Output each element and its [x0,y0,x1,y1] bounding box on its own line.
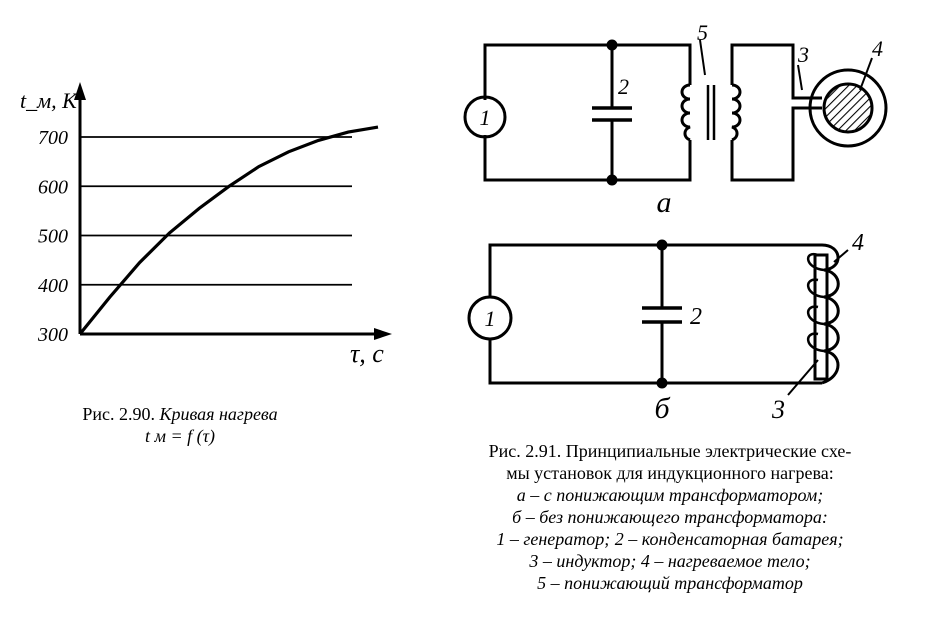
junction-dot [606,174,618,186]
caption-line: 3 – индуктор; 4 – нагреваемое тело; [529,551,811,571]
inductor-3-ring [808,68,888,148]
generator-1 [467,295,513,341]
wire [488,340,822,385]
caption-line: 5 – понижающий трансформатор [537,573,803,593]
y-axis-label: t_м, K [20,88,78,113]
wire [483,43,692,100]
caption-line: б – без понижающего трансформатора: [512,507,828,527]
wire [488,243,822,296]
chart-grid [80,136,352,286]
heating-curve-chart: 300 400 500 600 700 t_м, K τ, с [20,82,392,368]
diagram-a [463,39,888,186]
wire [730,106,822,182]
y-tick-label: 500 [38,226,68,248]
leader-line [699,39,706,76]
label-1: 1 [480,105,491,130]
y-tick-label: 400 [38,275,68,297]
caption-line: Принципиальные электрические схе- [565,441,852,461]
leader-line [859,57,873,91]
leader-line [787,359,819,396]
transformer-secondary-coil [731,83,742,142]
y-tick-label: 300 [37,324,68,346]
heated-body-4 [813,253,829,381]
x-axis-arrow [374,328,392,340]
junction-dot [606,39,618,51]
y-axis-arrow [74,82,86,100]
generator-1 [463,95,507,139]
y-tick-labels: 300 400 500 600 700 [37,127,68,346]
label-1: 1 [485,306,496,331]
figure-2-91-caption: Рис. 2.91. Принципиальные электрические … [405,440,935,594]
label-5: 5 [697,20,708,45]
leader-line [797,64,803,91]
label-2: 2 [618,74,629,99]
inductor-3-coil [821,243,840,385]
caption-prefix: Рис. 2.91. [488,441,562,461]
series-line [78,125,379,336]
x-axis-label: τ, с [350,339,384,368]
heated-body-4 [822,82,874,134]
caption-prefix: Рис. 2.90. [82,404,155,424]
diagram-b-label: б [654,392,670,425]
diagram-a-label: а [657,186,672,219]
label-3: 3 [771,395,785,424]
caption-line: а – с понижающим трансформатором; [516,485,824,505]
label-4: 4 [852,230,864,256]
diagram-b [467,239,849,396]
y-tick-label: 600 [38,176,68,198]
leader-line [833,249,849,263]
junction-dot [656,239,668,251]
wire [730,43,822,100]
caption-formula: t м = f (τ) [144,426,216,446]
caption-line: 1 – генератор; 2 – конденсаторная батаре… [496,529,844,549]
label-3: 3 [797,42,809,67]
junction-dot [656,377,668,389]
figure-2-90-caption: Рис. 2.90. Кривая нагрева t м = f (τ) [30,403,330,447]
wire [483,135,692,182]
label-4: 4 [872,36,883,61]
transformer-primary-coil [680,83,691,142]
caption-line: мы установок для индукционного нагрева: [506,463,834,483]
inductor-3-coil-back [807,252,825,353]
caption-title: Кривая нагрева [159,404,278,424]
label-2: 2 [690,304,702,330]
y-tick-label: 700 [38,127,68,149]
